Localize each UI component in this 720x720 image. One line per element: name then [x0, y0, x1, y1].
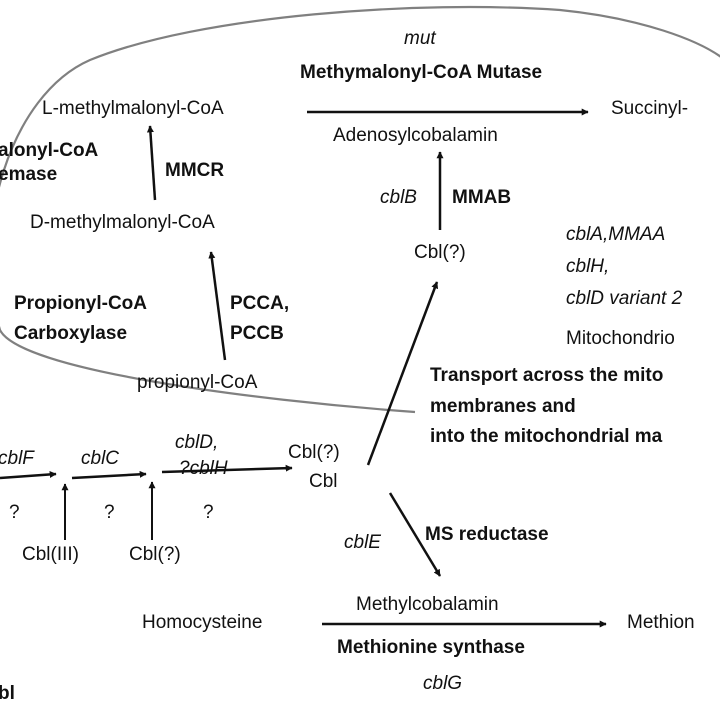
cblc-arrow [71, 470, 147, 480]
cblg-gene-label: cblG [423, 673, 463, 694]
ms-reductase-label: MS reductase [425, 524, 549, 545]
cbl-label: Cbl [309, 471, 338, 492]
cblh-label: cblH, [566, 256, 610, 277]
mutase-enzyme-label: Methymalonyl-CoA Mutase [300, 62, 543, 83]
cble-gene-label: cblE [344, 532, 381, 553]
transport-label-line3: into the mitochondrial ma [430, 426, 663, 447]
adenosylcobalamin-label: Adenosylcobalamin [333, 125, 498, 146]
epimerase-label-line2: emase [0, 164, 58, 185]
cbld-arrow [161, 464, 293, 474]
cblf-gene-label: cblF [0, 448, 34, 469]
cblb-gene-label: cblB [380, 187, 417, 208]
cbla-mmaa-label: cblA,MMAA [566, 224, 666, 245]
ms-reductase-arrow [388, 492, 442, 577]
transport-label-line1: Transport across the mito [430, 365, 664, 386]
pcca-label: PCCA, [230, 293, 290, 314]
mitochondrion-label: Mitochondrio [566, 328, 675, 349]
methionine-synthase-label: Methionine synthase [337, 637, 525, 658]
mmcr-label: MMCR [165, 160, 225, 181]
transport-arrow [366, 281, 439, 466]
mut-gene-label: mut [404, 28, 436, 49]
carboxylase-arrow [208, 251, 227, 361]
cblf-arrow [0, 470, 57, 480]
epimerase-label-line1: alonyl-CoA [0, 140, 99, 161]
cblc-gene-label: cblC [81, 448, 120, 469]
homocysteine-label: Homocysteine [142, 612, 263, 633]
pccb-label: PCCB [230, 323, 284, 344]
propionyl-coa-carboxylase-line2: Carboxylase [14, 323, 128, 344]
cbl-iii-label: Cbl(III) [22, 544, 79, 565]
cbld-variant-label: cblD variant 2 [566, 288, 683, 309]
mitochondrion-membrane [0, 5, 720, 414]
cyto-cbl-unknown-label: Cbl(?) [288, 442, 340, 463]
propionyl-coa-label: propionyl-CoA [137, 372, 258, 393]
d-methylmalonyl-coa-label: D-methylmalonyl-CoA [30, 212, 215, 233]
methionine-label: Methion [627, 612, 695, 633]
cbld-gene-label: cblD, [175, 432, 219, 453]
methylcobalamin-label: Methylcobalamin [356, 594, 499, 615]
corner-fragment-label: bl [0, 683, 15, 704]
cblf-unknown-mark: ? [9, 502, 20, 523]
transport-label-line2: membranes and [430, 396, 576, 417]
mmab-enzyme-label: MMAB [452, 187, 512, 208]
cblc-unknown-mark: ? [104, 502, 115, 523]
mmcr-arrow [146, 125, 157, 201]
bottom-cbl-unknown-label: Cbl(?) [129, 544, 181, 565]
propionyl-coa-carboxylase-line1: Propionyl-CoA [14, 293, 147, 314]
l-methylmalonyl-coa-label: L-methylmalonyl-CoA [42, 98, 224, 119]
cblh-q-gene-label: ?cblH [179, 458, 228, 479]
cbld-unknown-mark: ? [203, 502, 214, 523]
mito-cbl-unknown-label: Cbl(?) [414, 242, 466, 263]
succinyl-coa-label: Succinyl- [611, 98, 689, 119]
